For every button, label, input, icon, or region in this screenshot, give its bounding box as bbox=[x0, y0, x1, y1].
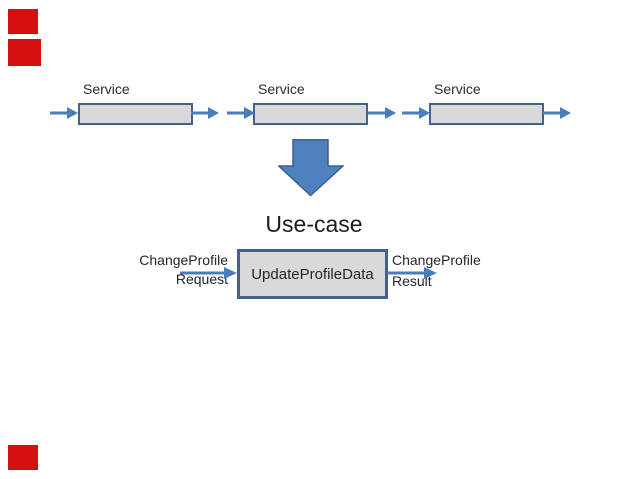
flow-arrow-out-1 bbox=[191, 107, 219, 119]
result-arrow bbox=[387, 267, 437, 279]
flow-arrow-in-1 bbox=[50, 107, 78, 119]
use-case-box: UpdateProfileData bbox=[237, 249, 388, 299]
flow-arrow-in-2 bbox=[227, 107, 255, 119]
use-case-box-label: UpdateProfileData bbox=[251, 265, 374, 283]
service-label-3: Service bbox=[434, 81, 481, 97]
request-label-line1: ChangeProfile bbox=[139, 252, 228, 268]
service-box-3 bbox=[429, 103, 544, 125]
request-label-line2: Request bbox=[175, 271, 228, 287]
flow-arrow-out-3 bbox=[543, 107, 571, 119]
service-box-2 bbox=[253, 103, 368, 125]
service-label-1: Service bbox=[83, 81, 130, 97]
service-label-2: Service bbox=[258, 81, 305, 97]
red-marker-top-2 bbox=[8, 39, 41, 66]
service-box-1 bbox=[78, 103, 193, 125]
flow-arrow-out-2 bbox=[368, 107, 396, 119]
red-marker-bottom bbox=[8, 445, 38, 470]
red-marker-top-1 bbox=[8, 9, 38, 34]
result-label-line2: Result bbox=[392, 273, 432, 289]
request-arrow bbox=[180, 267, 237, 279]
down-arrow-icon bbox=[278, 139, 344, 197]
flow-arrow-in-3 bbox=[402, 107, 430, 119]
use-case-title: Use-case bbox=[265, 211, 363, 237]
result-label-line1: ChangeProfile bbox=[392, 252, 481, 268]
